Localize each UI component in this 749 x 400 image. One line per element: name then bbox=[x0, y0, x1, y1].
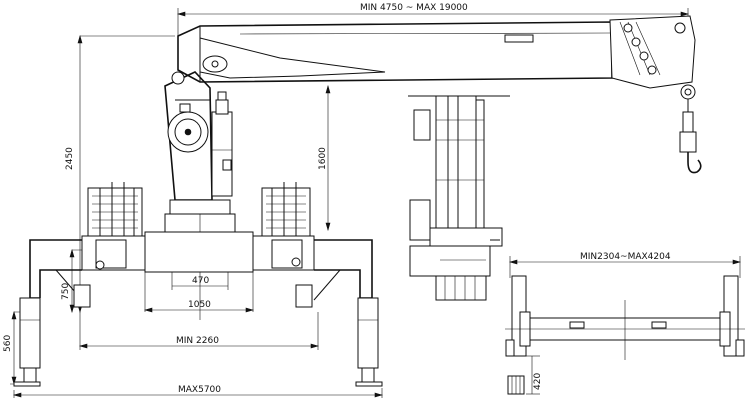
width-dimensions: 470 1050 MIN 2260 MAX5700 bbox=[12, 272, 384, 398]
height-1600-label: 1600 bbox=[318, 147, 328, 170]
hook-icon bbox=[687, 152, 702, 174]
top-view: MIN2304~MAX4204 420 bbox=[505, 252, 745, 395]
outrigger-front bbox=[13, 231, 383, 387]
outrigger-max-label: MAX5700 bbox=[178, 385, 221, 395]
width-1050-label: 1050 bbox=[188, 300, 211, 310]
side-view bbox=[408, 95, 510, 301]
boom-tip bbox=[609, 15, 702, 174]
control-levers-right bbox=[261, 182, 311, 237]
height-2450-label: 2450 bbox=[65, 147, 75, 170]
control-levers-left bbox=[87, 182, 143, 237]
depth-420-label: 420 bbox=[533, 373, 543, 390]
reach-label: MIN 4750 ~ MAX 19000 bbox=[360, 3, 468, 13]
height-750-label: 750 bbox=[61, 283, 71, 300]
width-470-label: 470 bbox=[192, 276, 209, 286]
span-label: MIN2304~MAX4204 bbox=[580, 252, 671, 262]
outrigger-min-label: MIN 2260 bbox=[176, 336, 219, 346]
height-560-label: 560 bbox=[3, 335, 13, 352]
